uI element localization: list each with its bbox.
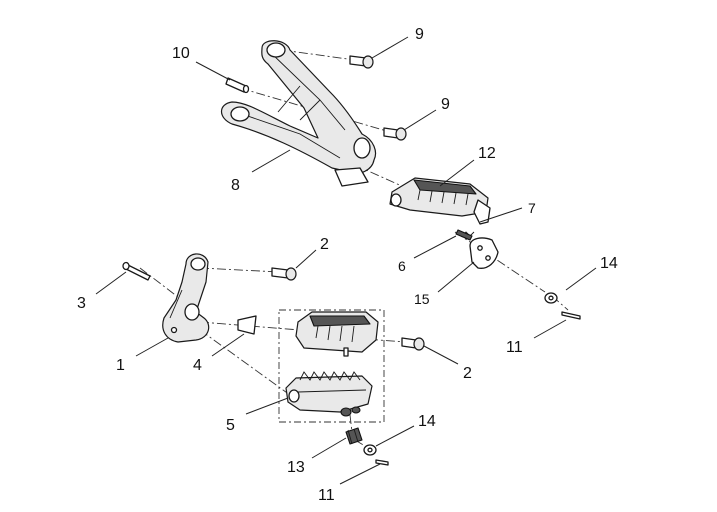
callout-1: 1 (116, 357, 125, 374)
footrest-assembly-box (278, 309, 385, 423)
callout-3: 3 (77, 295, 86, 312)
callout-7: 7 (528, 200, 536, 216)
callout-5: 5 (226, 417, 235, 434)
pin-3 (122, 261, 151, 281)
callout-4: 4 (193, 357, 202, 374)
bolt-9-upper (349, 55, 374, 69)
spring-13 (345, 427, 363, 445)
upper-footpeg (389, 177, 491, 225)
plate-15 (469, 237, 499, 269)
callout-2-upper: 2 (320, 236, 329, 253)
leader-lines (95, 36, 597, 485)
callout-2-lower: 2 (463, 365, 472, 382)
callout-11-lower: 11 (318, 487, 335, 504)
callout-14-lower: 14 (418, 413, 436, 430)
callout-13: 13 (287, 459, 305, 476)
footpeg-rubber-pad (295, 311, 379, 357)
bolt-2-lower (401, 337, 425, 351)
callout-9-lower: 9 (441, 96, 450, 113)
spring-6 (455, 229, 475, 241)
callout-9-upper: 9 (415, 26, 424, 43)
callout-11-upper: 11 (506, 339, 523, 356)
callout-14-upper: 14 (600, 255, 618, 272)
callout-15: 15 (414, 291, 430, 307)
washer-14-upper (544, 292, 558, 304)
lower-footrest-bracket (162, 253, 210, 343)
washer-14-lower (363, 444, 377, 456)
cotter-pin-11-upper (561, 311, 581, 320)
footpeg-5 (285, 371, 373, 417)
upper-footrest-bracket (220, 40, 377, 187)
pin-10 (225, 77, 250, 94)
bolt-2-upper (271, 267, 297, 281)
callout-6: 6 (398, 258, 406, 274)
callout-8: 8 (231, 177, 240, 194)
cotter-pin-11-lower (375, 459, 389, 466)
callout-labels: 9 9 10 8 12 7 6 15 14 11 2 3 1 4 2 5 13 … (77, 26, 618, 504)
callout-10: 10 (172, 45, 190, 62)
bolt-9-lower (383, 127, 407, 141)
callout-12: 12 (478, 145, 496, 162)
bracket-4 (237, 315, 257, 335)
